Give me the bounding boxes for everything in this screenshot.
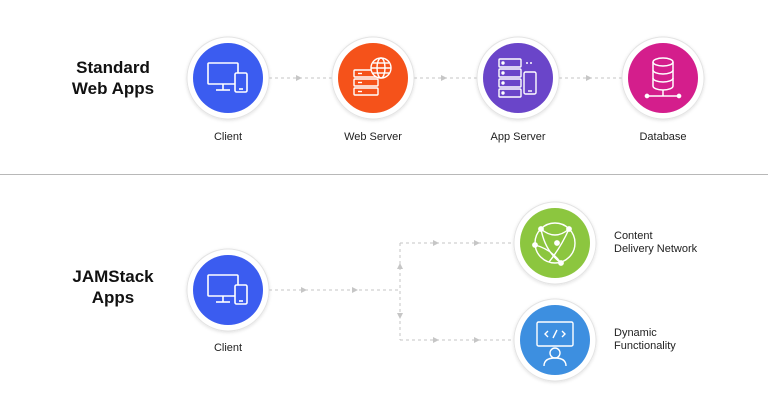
standard-title-line2: Web Apps xyxy=(71,79,155,98)
database-node xyxy=(621,36,705,120)
arrow-head xyxy=(474,337,480,343)
dynamic-functionality-node xyxy=(513,298,597,382)
arrow-head xyxy=(433,240,439,246)
cdn-label: Content Delivery Network xyxy=(614,230,697,256)
database-label: Database xyxy=(639,131,687,143)
cdn-label-line2: Delivery Network xyxy=(614,243,698,255)
arrow-head xyxy=(352,287,358,293)
jamstack-arrowheads xyxy=(301,240,480,343)
arrow-head xyxy=(441,75,447,81)
arrow-head xyxy=(397,313,403,319)
section-divider xyxy=(0,174,768,175)
arrow-head xyxy=(296,75,302,81)
code-user-icon xyxy=(536,321,574,367)
web-server-circle xyxy=(338,43,408,113)
jamstack-connectors xyxy=(269,242,514,341)
client-circle xyxy=(193,255,263,325)
standard-client-node xyxy=(186,36,270,120)
jamstack-client-node xyxy=(186,248,270,332)
globe-network-icon xyxy=(532,222,576,266)
app-server-label: App Server xyxy=(490,131,546,143)
server-rack-phone-icon xyxy=(498,58,537,98)
jamstack-apps-title: JAMStack Apps xyxy=(58,266,168,308)
client-circle xyxy=(193,43,263,113)
web-server-label: Web Server xyxy=(344,131,402,143)
standard-web-apps-title: Standard Web Apps xyxy=(58,57,168,99)
database-circle xyxy=(628,43,698,113)
dynamic-label-line2: Functionality xyxy=(614,340,676,352)
arrow-head xyxy=(397,263,403,269)
arrow-head xyxy=(474,240,480,246)
server-globe-icon xyxy=(353,57,392,96)
cdn-label-line1: Content xyxy=(614,230,653,242)
dynamic-functionality-label: Dynamic Functionality xyxy=(614,327,676,353)
database-icon xyxy=(644,57,682,99)
desktop-mobile-icon xyxy=(207,62,248,93)
app-server-circle xyxy=(483,43,553,113)
jamstack-title-line2: Apps xyxy=(91,288,135,307)
standard-title-line1: Standard xyxy=(76,58,150,77)
dynamic-label-line1: Dynamic xyxy=(614,327,657,339)
web-server-node xyxy=(331,36,415,120)
dynamic-circle xyxy=(520,305,590,375)
standard-arrowheads xyxy=(296,75,592,81)
desktop-mobile-icon xyxy=(207,274,248,305)
arrow-head xyxy=(586,75,592,81)
cdn-node xyxy=(513,201,597,285)
jamstack-title-line1: JAMStack xyxy=(72,267,154,286)
arrow-head xyxy=(433,337,439,343)
standard-client-label: Client xyxy=(213,131,243,143)
jamstack-client-label: Client xyxy=(213,342,243,354)
arrow-head xyxy=(301,287,307,293)
app-server-node xyxy=(476,36,560,120)
